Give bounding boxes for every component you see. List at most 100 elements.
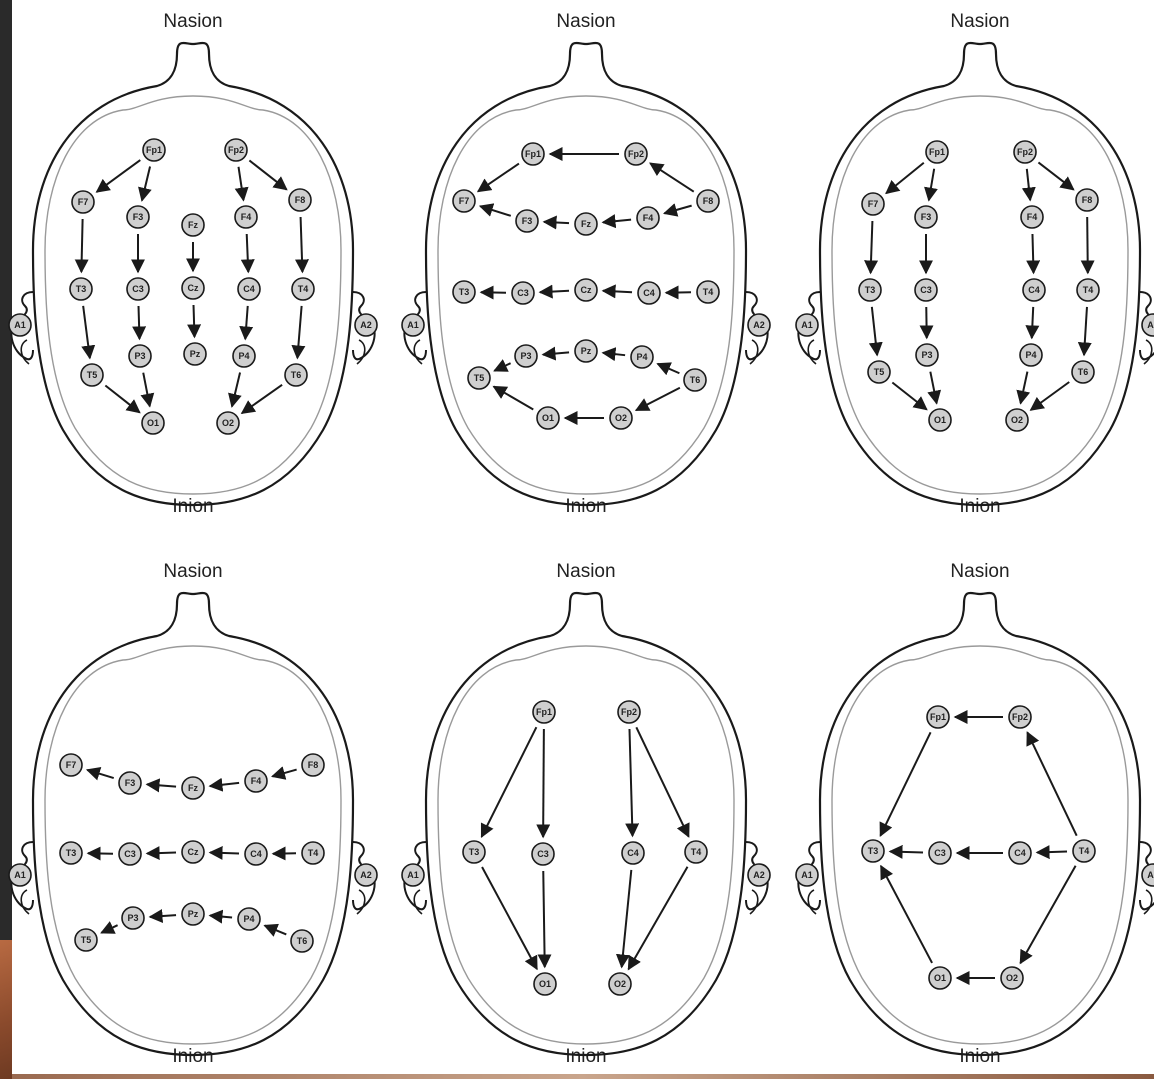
electrode-p3 — [514, 344, 538, 368]
arrow-p3-to-t5 — [493, 359, 512, 372]
electrode-label-t5: T5 — [474, 373, 485, 383]
arrow-fp1-to-f3 — [924, 168, 938, 202]
electrode-label-o2: O2 — [614, 979, 626, 989]
arrow-p4-to-o2 — [228, 372, 242, 408]
electrode-cz — [181, 276, 205, 300]
arrow-t3-to-t5 — [868, 306, 883, 357]
electrode-cz — [181, 840, 205, 864]
electrode-t4 — [1076, 278, 1100, 302]
electrode-label-c3: C3 — [934, 848, 946, 858]
arrow-fz-to-f3 — [145, 778, 177, 793]
electrode-label-fp1: Fp1 — [525, 149, 541, 159]
electrode-t6 — [284, 363, 308, 387]
arrow-o1-to-t3 — [880, 864, 933, 964]
ear-lobe — [749, 889, 759, 915]
head-outline — [424, 41, 748, 507]
electrode-f7 — [452, 189, 476, 213]
electrode-f3 — [515, 209, 539, 233]
electrode-label-c3: C3 — [124, 849, 136, 859]
arrow-fp1-to-f7 — [885, 161, 925, 195]
inion-label: Inion — [959, 1046, 1000, 1067]
electrode-label-pz: Pz — [188, 909, 199, 919]
background-floor — [0, 940, 12, 1079]
electrode-label-c3: C3 — [517, 288, 529, 298]
electrode-label-o2: O2 — [1006, 973, 1018, 983]
electrode-f4 — [234, 205, 258, 229]
electrode-fp2 — [224, 138, 248, 162]
arrow-fp2-to-f8 — [1037, 161, 1075, 191]
electrode-t5 — [74, 928, 98, 952]
electrode-label-pz: Pz — [190, 349, 201, 359]
arrow-t6-to-p4 — [656, 362, 680, 376]
electrode-fp1 — [926, 705, 950, 729]
arrow-fp1-to-t3 — [480, 726, 538, 839]
electrode-f8 — [288, 188, 312, 212]
electrode-label-t3: T3 — [469, 847, 480, 857]
electrode-f7 — [71, 190, 95, 214]
ear-electrode-label: A1 — [407, 320, 419, 330]
arrow-c3-to-o1 — [537, 870, 552, 969]
electrode-label-c3: C3 — [920, 285, 932, 295]
arrow-f8-to-fp2 — [649, 162, 695, 193]
arrow-f8-to-f4 — [663, 203, 692, 217]
electrode-fz — [181, 213, 205, 237]
electrode-t4 — [291, 277, 315, 301]
electrode-p4 — [630, 345, 654, 369]
arrow-t4-to-o2 — [627, 866, 689, 971]
arrow-f7-to-t3 — [74, 218, 89, 274]
head-outline — [424, 591, 748, 1057]
ear-electrode-a1 — [795, 863, 819, 887]
arrow-fp1-to-f7 — [95, 159, 141, 193]
ear-electrode-label: A1 — [801, 870, 813, 880]
electrode-t3 — [861, 839, 885, 863]
arrow-p3-to-o1 — [927, 371, 942, 405]
electrode-label-fp2: Fp2 — [228, 145, 244, 155]
electrode-t6 — [1071, 360, 1095, 384]
arrow-f4-to-c4 — [1026, 233, 1041, 275]
electrode-label-c4: C4 — [243, 284, 255, 294]
electrode-label-c4: C4 — [627, 848, 639, 858]
electrode-label-fz: Fz — [188, 783, 198, 793]
electrode-t5 — [467, 366, 491, 390]
arrow-f4-to-c4 — [240, 233, 255, 274]
electrode-label-o2: O2 — [615, 413, 627, 423]
electrode-label-p3: P3 — [134, 351, 145, 361]
arrow-fp1-to-f7 — [476, 162, 520, 193]
electrode-label-fz: Fz — [581, 219, 591, 229]
electrode-pz — [181, 902, 205, 926]
electrode-pz — [183, 342, 207, 366]
electrode-label-f7: F7 — [66, 760, 77, 770]
head-outline — [31, 591, 355, 1057]
arrow-t4-to-t6 — [291, 305, 306, 360]
electrode-fp1 — [142, 138, 166, 162]
electrode-label-cz: Cz — [188, 283, 199, 293]
electrode-c3 — [914, 278, 938, 302]
electrode-label-t6: T6 — [690, 375, 701, 385]
arrow-fp1-to-t3 — [879, 731, 932, 837]
electrode-o1 — [928, 408, 952, 432]
ear-electrode-label: A1 — [14, 870, 26, 880]
electrode-c4 — [237, 277, 261, 301]
electrode-label-fp1: Fp1 — [930, 712, 946, 722]
arrow-f4-to-fz — [208, 777, 240, 792]
electrode-t3 — [462, 840, 486, 864]
arrow-p4-to-o2 — [1016, 371, 1031, 405]
electrode-t4 — [684, 840, 708, 864]
electrode-o2 — [1000, 966, 1024, 990]
ear-lobe — [1143, 889, 1153, 915]
electrode-label-fz: Fz — [188, 220, 198, 230]
ear-lobe — [413, 889, 423, 915]
ear-electrode-label: A2 — [1147, 320, 1154, 330]
electrode-o1 — [928, 966, 952, 990]
electrode-label-f4: F4 — [251, 776, 262, 786]
electrode-label-t4: T4 — [691, 847, 702, 857]
ear-electrode-a2 — [747, 313, 771, 337]
ear-electrode-label: A2 — [360, 320, 372, 330]
electrode-c3 — [511, 281, 535, 305]
electrode-p4 — [232, 344, 256, 368]
electrode-f3 — [118, 771, 142, 795]
arrow-cz-to-c3 — [538, 284, 570, 299]
arrow-t4-to-o2 — [1019, 865, 1077, 965]
skull-inner-line — [44, 95, 342, 495]
